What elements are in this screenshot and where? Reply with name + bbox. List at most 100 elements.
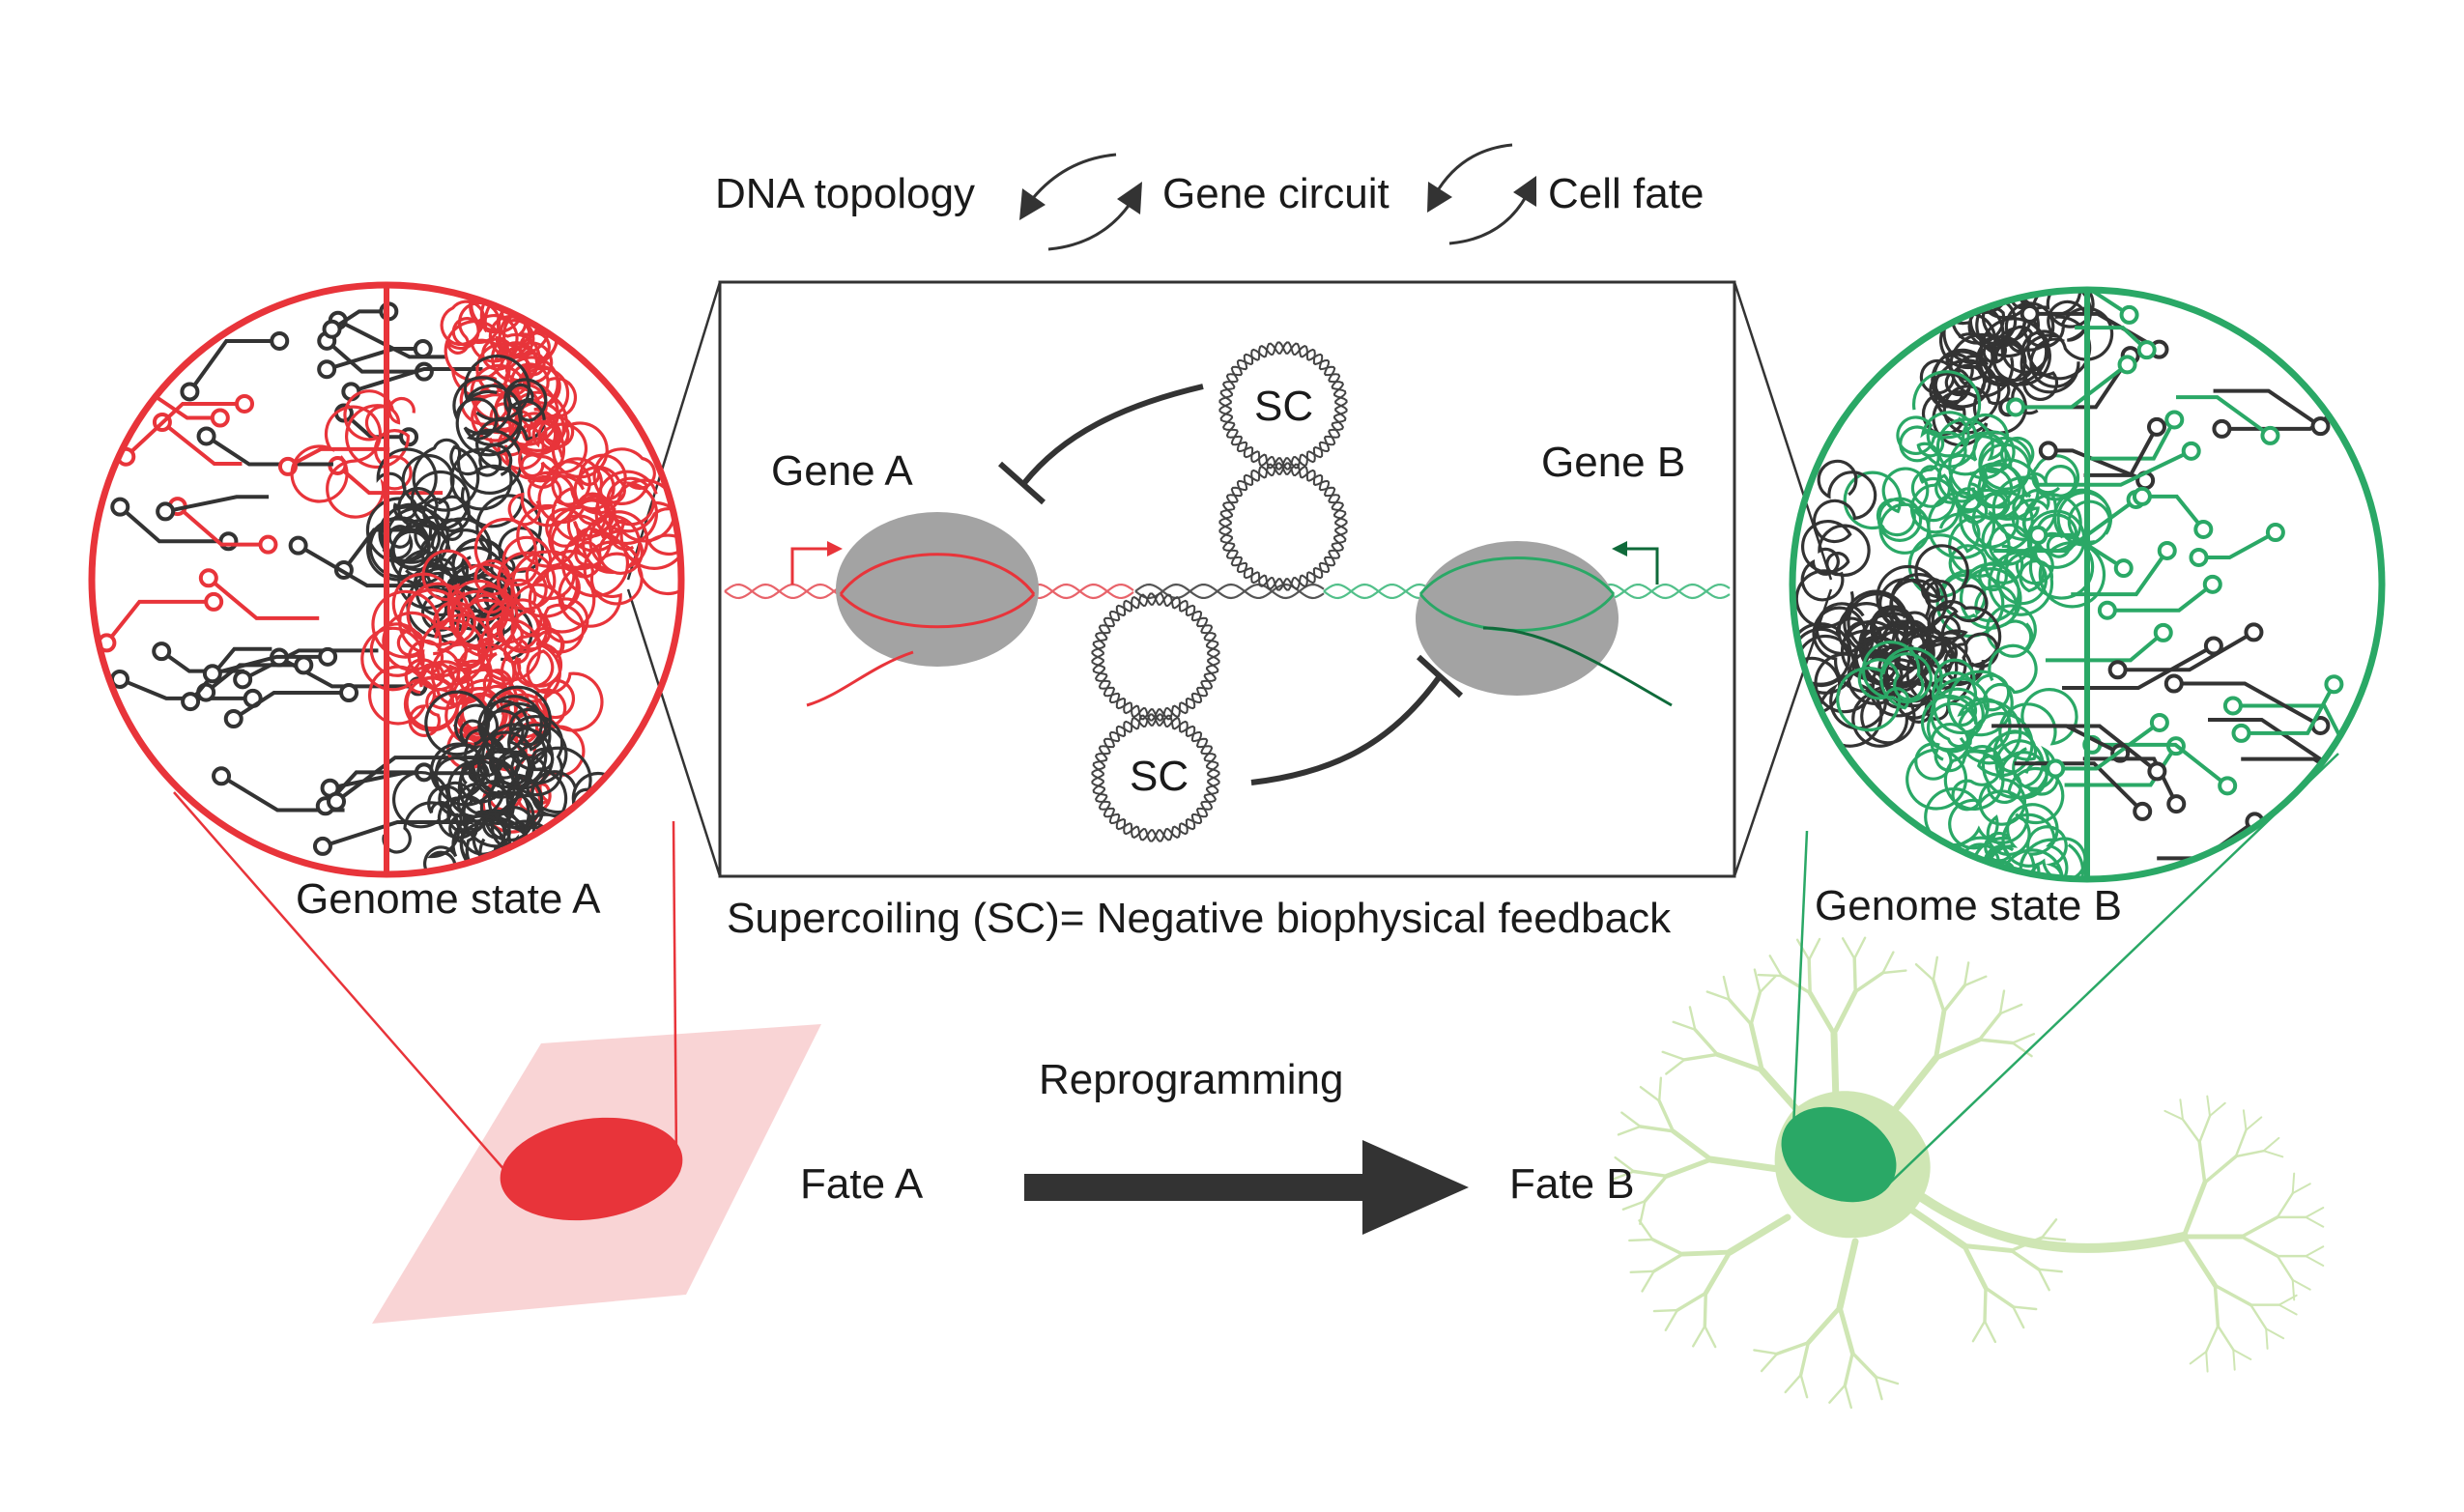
decor-stroke: [330, 309, 389, 331]
decor-stroke: [1971, 263, 1987, 278]
decor-stroke: [317, 359, 337, 380]
decor-stroke: [1836, 641, 2012, 754]
decor-stroke: [2132, 486, 2152, 506]
decor-stroke: [2009, 1248, 2041, 1271]
polymerase-b: [1416, 541, 1619, 696]
decor-stroke: [1638, 1125, 1676, 1133]
decor-stroke: [2245, 1116, 2263, 1131]
decor-stroke: [1727, 997, 1753, 1026]
decor-stroke: [2163, 1109, 2184, 1121]
decor-stroke: [1971, 1320, 1987, 1343]
decor-stroke: [312, 836, 332, 856]
decor-stroke: [1707, 1155, 1782, 1173]
circuit-trace-icon: [1971, 263, 2355, 861]
decor-stroke: [1795, 938, 1811, 961]
decor-stroke: [1650, 1238, 1684, 1256]
decor-stroke: [1934, 1037, 1983, 1061]
decor-stroke: [2106, 583, 2215, 613]
cycle-arrows-icon: [1019, 153, 1142, 251]
decor-stroke: [1977, 1012, 2002, 1041]
decor-stroke: [327, 791, 347, 812]
decor-stroke: [1890, 1054, 1939, 1115]
decor-stroke: [1807, 937, 1821, 961]
decor-stroke: [2166, 794, 2187, 814]
promoter-arrow-icon: [1612, 541, 1659, 585]
decor-stroke: [1942, 984, 1966, 1013]
decor-stroke: [119, 677, 253, 700]
decor-stroke: [1748, 1021, 1764, 1073]
decor-stroke: [204, 591, 224, 612]
decor-stroke: [2291, 1172, 2296, 1195]
decor-stroke: [223, 709, 244, 729]
decor-stroke: [1905, 1204, 1968, 1249]
decor-stroke: [124, 401, 245, 459]
decor-stroke: [1805, 1304, 1843, 1346]
decor-stroke: [1940, 544, 2037, 658]
decor-stroke: [369, 572, 491, 683]
center-box: Gene A Gene B SC SC: [718, 280, 1736, 878]
decor-stroke: [202, 664, 222, 684]
center-caption: Supercoiling (SC)= Negative biophysical …: [727, 895, 1672, 942]
decor-stroke: [1672, 1020, 1697, 1032]
inhibition-bar-icon: [998, 384, 1204, 505]
decor-stroke: [294, 655, 314, 675]
decor-stroke: [1963, 975, 1988, 987]
decor-stroke: [342, 412, 410, 440]
decor-stroke: [2232, 1349, 2252, 1360]
decor-stroke: [2179, 1098, 2184, 1121]
decor-stroke: [207, 576, 320, 620]
decor-stroke: [2107, 660, 2128, 680]
decor-stroke: [2029, 311, 2161, 352]
decor-stroke: [1749, 990, 1762, 1026]
decor-stroke: [2164, 410, 2185, 430]
decor-stroke: [2276, 1191, 2294, 1219]
decor-stroke: [212, 654, 329, 676]
decor-stroke: [2249, 1303, 2268, 1330]
decor-stroke: [2181, 1234, 2218, 1288]
decor-stroke: [2136, 340, 2157, 360]
decor-stroke: [1661, 1050, 1686, 1062]
decor-stroke: [1905, 742, 2031, 857]
decor-stroke: [1881, 969, 1907, 975]
decor-stroke: [2113, 558, 2134, 579]
decor-stroke: [1664, 1308, 1679, 1332]
decor-stroke: [187, 338, 280, 393]
decor-stroke: [1799, 1373, 1809, 1399]
decor-stroke: [110, 497, 130, 517]
decor-stroke: [2202, 1155, 2238, 1184]
gene-b-label: Gene B: [1541, 439, 1685, 486]
decor-stroke: [1620, 1111, 1642, 1128]
decor-stroke: [235, 393, 255, 414]
decor-stroke: [1704, 1325, 1717, 1349]
decor-stroke: [1852, 936, 1867, 960]
decor-stroke: [104, 358, 125, 379]
decor-stroke: [2278, 1303, 2298, 1316]
decor-stroke: [2163, 673, 2184, 694]
decor-stroke: [2241, 683, 2336, 735]
decor-stroke: [2176, 395, 2272, 438]
decor-stroke: [2262, 1136, 2280, 1153]
decor-stroke: [1780, 974, 1812, 995]
decor-stroke: [181, 692, 201, 712]
decor-stroke: [2213, 388, 2322, 428]
decor-stroke: [1975, 290, 2093, 394]
decor-stroke: [2038, 532, 2125, 570]
decor-stroke: [2213, 1283, 2253, 1307]
decor-stroke: [336, 318, 446, 359]
decor-stroke: [2117, 355, 2137, 375]
decor-stroke: [2020, 724, 2159, 773]
decor-stroke: [160, 420, 243, 467]
decor-stroke: [507, 415, 609, 528]
decor-stroke: [1830, 1030, 1840, 1105]
decor-stroke: [2202, 574, 2222, 594]
decor-stroke: [2016, 362, 2129, 410]
decor-stroke: [1836, 1238, 1859, 1311]
decor-stroke: [1639, 1085, 1661, 1102]
decor-stroke: [1134, 583, 1325, 600]
decor-stroke: [2218, 776, 2238, 796]
decor-stroke: [2305, 1215, 2325, 1228]
decor-stroke: [1841, 937, 1856, 960]
decor-stroke: [1914, 962, 1935, 982]
decor-stroke: [2328, 761, 2348, 782]
decor-stroke: [2173, 681, 2322, 727]
